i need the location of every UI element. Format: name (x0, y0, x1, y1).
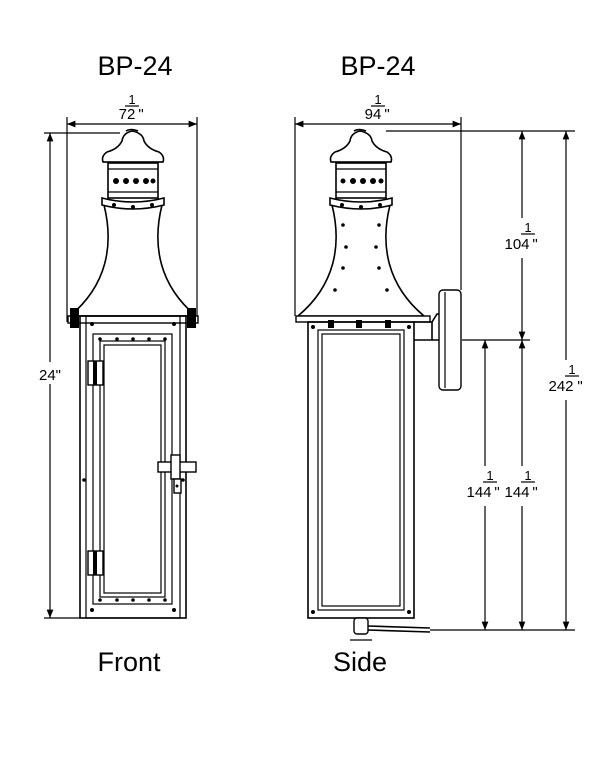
side-overall-unit: " (577, 378, 582, 395)
side-height-dimensions: 1 104 " 1 144 " 1 144 " 1 242 " (386, 130, 591, 631)
front-height-dimension: 24" (34, 132, 120, 619)
side-overall-whole: 242 (548, 378, 573, 395)
front-bolts (70, 308, 196, 328)
side-depth-whole: 94 (365, 106, 382, 123)
side-mount-left-whole: 144 (466, 484, 491, 501)
side-view: 1 94 " (294, 92, 591, 641)
front-width-dimension: 1 72 " (66, 92, 198, 322)
side-depth-unit: " (384, 106, 389, 123)
side-mount-right-unit: " (532, 484, 537, 501)
side-mount-left-unit: " (494, 484, 499, 501)
side-top-whole: 104 (504, 236, 529, 253)
front-width-frac-top: 1 (128, 92, 135, 107)
side-mount-left-frac-top: 1 (486, 468, 493, 483)
front-title: BP-24 (97, 51, 172, 81)
side-depth-frac-top: 1 (374, 92, 381, 107)
front-view: 1 72 " 24" (34, 92, 199, 619)
side-view-label: Side (333, 647, 387, 677)
front-height-label: 24" (39, 367, 61, 384)
front-width-unit: " (138, 106, 143, 123)
side-overall-frac-top: 1 (568, 362, 575, 377)
side-top-unit: " (532, 236, 537, 253)
front-view-label: Front (97, 647, 161, 677)
front-width-whole: 72 (119, 106, 136, 123)
gas-valve (350, 617, 431, 641)
side-depth-dimension: 1 94 " (294, 92, 462, 316)
side-mount-right-whole: 144 (504, 484, 529, 501)
front-latch (157, 454, 197, 494)
side-mount-right-frac-top: 1 (524, 468, 531, 483)
wall-mount-bracket (414, 289, 462, 391)
front-hinges (87, 360, 104, 576)
side-top-frac-top: 1 (524, 220, 531, 235)
side-title: BP-24 (340, 51, 415, 81)
